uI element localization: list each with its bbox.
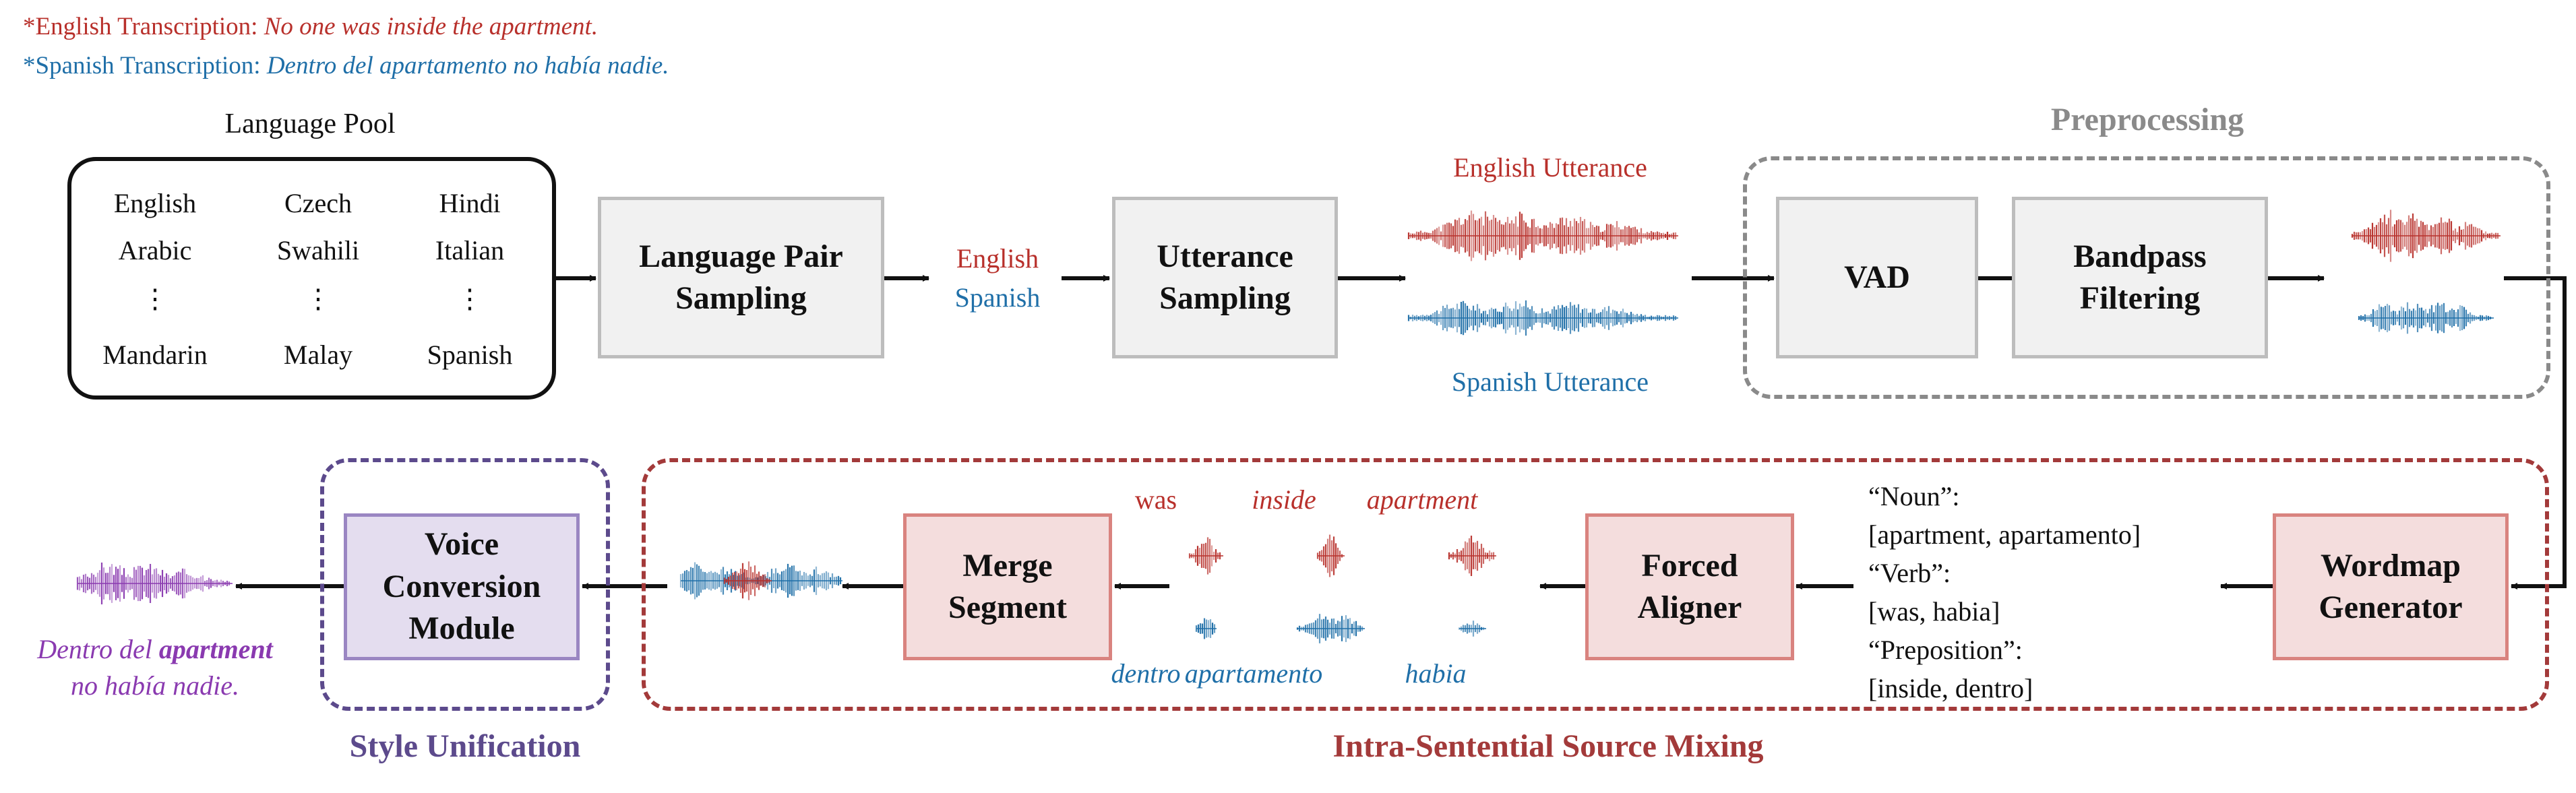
spanish-transcription-prefix: *Spanish Transcription: <box>23 52 267 80</box>
language-pool-item: ⋮ <box>305 284 332 314</box>
voice-conversion-line3: Module <box>408 610 515 647</box>
aligned-word-english: apartment <box>1366 484 1478 515</box>
filtered-english-waveform <box>2351 210 2501 262</box>
language-pool-item: Swahili <box>276 235 360 265</box>
language-pool-item: Malay <box>283 340 353 370</box>
pair-label-english: English <box>956 243 1039 274</box>
language-pool-title: Language Pool <box>224 108 396 139</box>
bandpass-filtering-line2: Filtering <box>2079 280 2201 316</box>
segment-apartamento-waveform <box>1296 614 1365 643</box>
language-pair-sampling-line2: Sampling <box>675 280 807 316</box>
arrow-elbow-to-wordmap <box>2504 276 2567 590</box>
style-unification-title: Style Unification <box>349 728 581 764</box>
output-text-line1: Dentro del apartment <box>13 633 297 665</box>
english-utterance-waveform <box>1407 210 1678 261</box>
wordmap-line: [apartment, apartamento] <box>1868 519 2141 550</box>
language-pool-item: Hindi <box>439 188 501 218</box>
language-pool-item: Italian <box>435 235 505 265</box>
spanish-transcription-text: Dentro del apartamento no había nadie. <box>266 52 669 80</box>
wordmap-line: “Preposition”: <box>1868 635 2023 665</box>
english-transcription-text: No one was inside the apartment. <box>264 13 599 40</box>
language-pair-sampling-line1: Language Pair <box>639 238 843 274</box>
wordmap-line: “Verb”: <box>1868 558 1951 588</box>
style-unification-frame <box>320 458 610 711</box>
wordmap-line: [inside, dentro] <box>1868 673 2033 703</box>
spanish-utterance-waveform <box>1407 300 1678 336</box>
vad-label: VAD <box>1844 259 1910 295</box>
segment-was-waveform <box>1188 537 1223 575</box>
language-pool-box <box>67 157 556 400</box>
aligned-word-english: inside <box>1252 484 1316 515</box>
aligned-word-spanish: dentro <box>1111 658 1181 689</box>
aligned-word-english: was <box>1134 484 1177 515</box>
converted-waveform <box>76 562 233 605</box>
english-transcription-prefix: *English Transcription: <box>23 13 264 40</box>
language-pool-item: English <box>113 188 197 218</box>
utterance-sampling-line1: Utterance <box>1157 238 1293 274</box>
wordmap-line: “Noun”: <box>1868 481 1960 511</box>
english-utterance-label: English Utterance <box>1453 152 1647 183</box>
output-text-prefix: Dentro del <box>37 634 159 664</box>
segment-inside-waveform <box>1316 534 1345 577</box>
language-pool-item: Arabic <box>118 235 192 265</box>
spanish-utterance-label: Spanish Utterance <box>1451 367 1649 397</box>
wordmap-line: [was, habia] <box>1868 596 2000 627</box>
forced-aligner-line2: Aligner <box>1637 590 1742 625</box>
preprocessing-title: Preprocessing <box>2050 102 2244 137</box>
voice-conversion-line2: Conversion <box>382 568 541 604</box>
merge-segment-line2: Segment <box>948 590 1067 625</box>
intra-sentential-frame <box>642 458 2549 711</box>
forced-aligner-line1: Forced <box>1641 547 1738 583</box>
merge-segment-line1: Merge <box>962 547 1053 583</box>
segment-dentro-waveform <box>1195 618 1217 639</box>
output-text-bold: apartment <box>158 634 273 664</box>
merged-waveform-red-part <box>723 561 772 600</box>
language-pool-item: ⋮ <box>142 284 168 314</box>
bandpass-filtering-line1: Bandpass <box>2073 238 2207 274</box>
preprocessing-frame <box>1743 156 2550 399</box>
english-transcription: *English Transcription: No one was insid… <box>23 12 598 41</box>
language-pool-item: Spanish <box>427 340 513 370</box>
wordmap-generator-line2: Generator <box>2319 590 2463 625</box>
voice-conversion-line1: Voice <box>424 526 499 563</box>
intra-sentential-title: Intra-Sentential Source Mixing <box>1332 728 1764 764</box>
aligned-word-spanish: apartamento <box>1184 658 1323 689</box>
language-pool-item: ⋮ <box>456 284 483 314</box>
pair-label-spanish: Spanish <box>954 282 1041 313</box>
wordmap-generator-line1: Wordmap <box>2320 547 2461 583</box>
utterance-sampling-line2: Sampling <box>1159 280 1291 316</box>
output-text-line2: no había nadie. <box>71 670 239 701</box>
segment-apartment-waveform <box>1448 536 1496 576</box>
language-pool-item: Czech <box>284 188 352 218</box>
vad-box: VAD <box>1776 197 1978 358</box>
segment-habia-waveform <box>1458 621 1486 637</box>
language-pool-item: Mandarin <box>102 340 208 370</box>
filtered-spanish-waveform <box>2358 302 2494 334</box>
spanish-transcription: *Spanish Transcription: Dentro del apart… <box>23 51 669 80</box>
waveform-layer <box>76 210 2501 643</box>
aligned-word-spanish: habia <box>1405 658 1467 689</box>
